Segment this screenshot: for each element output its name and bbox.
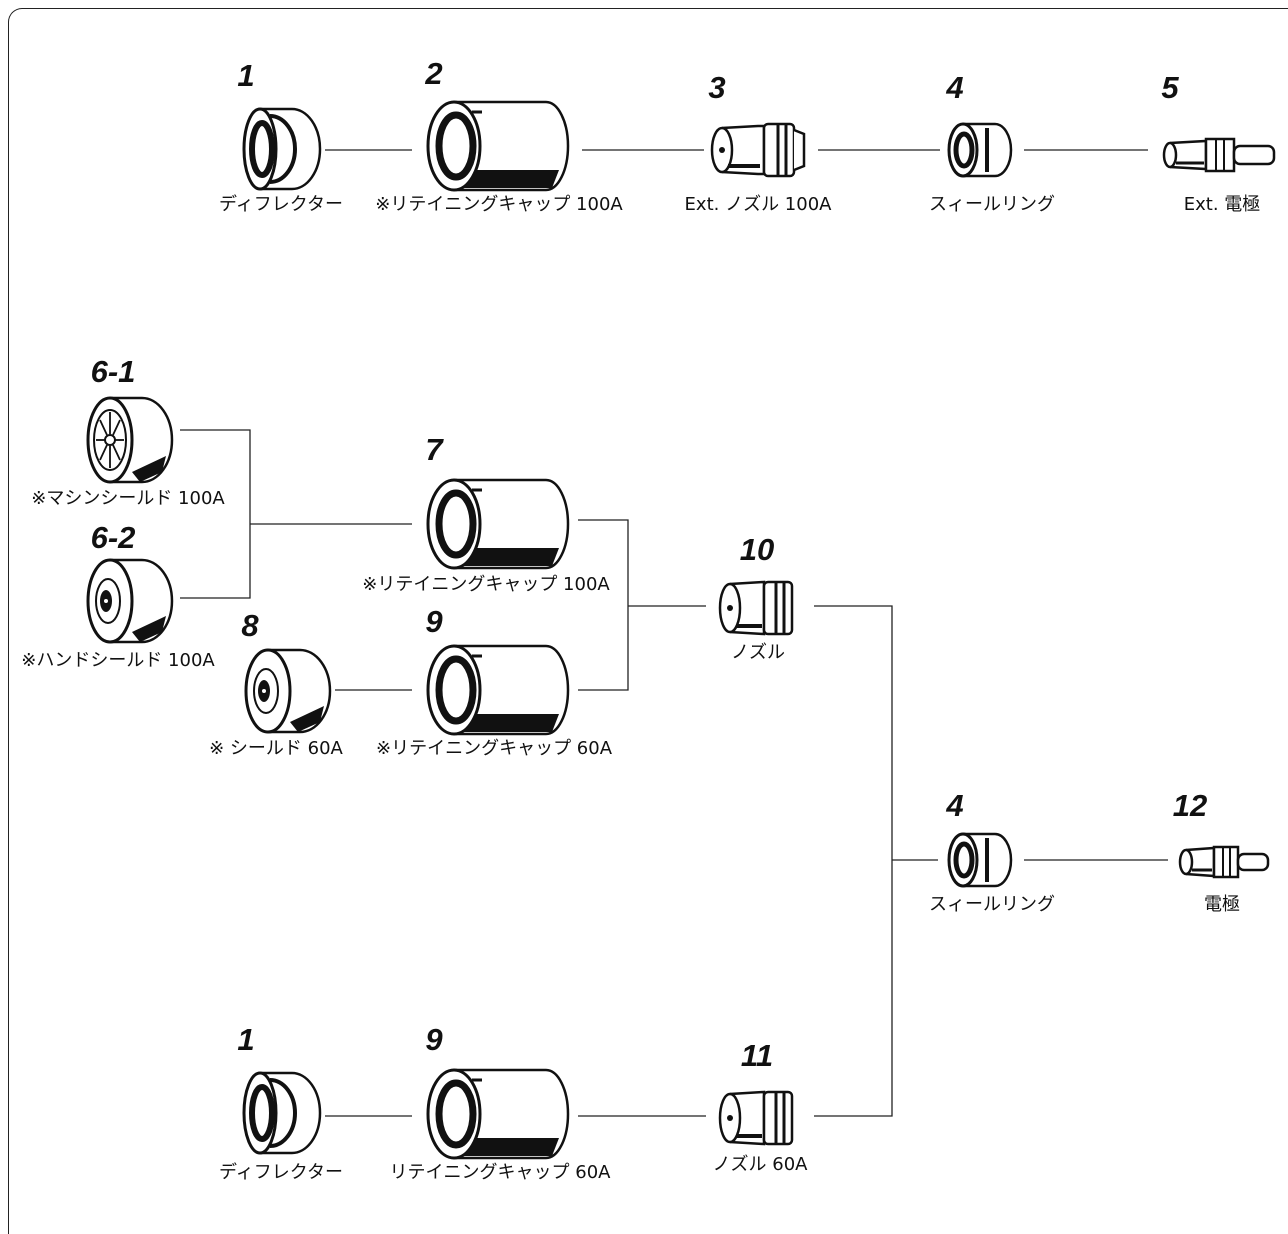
- part-number-11: 11: [740, 1038, 774, 1073]
- label-swirl-ring: スィールリング: [929, 194, 1055, 215]
- part-number-2: 2: [425, 56, 443, 91]
- retaining-cap-icon: [426, 100, 570, 192]
- part-number-6-2: 6-2: [90, 520, 136, 555]
- nozzle-60a-icon: [718, 1090, 794, 1146]
- machine-shield-icon: [86, 396, 174, 484]
- part-number-9: 9: [425, 604, 443, 639]
- label-retaining-cap-100a: ※リテイニングキャップ 100A: [375, 194, 623, 215]
- retaining-cap-icon: [426, 1068, 570, 1160]
- label-ext-nozzle-100a: Ext. ノズル 100A: [684, 194, 832, 215]
- hand-shield-icon: [86, 558, 174, 644]
- part-number-9: 9: [425, 1022, 443, 1057]
- part-number-3: 3: [708, 70, 726, 105]
- label-nozzle-60a: ノズル 60A: [712, 1154, 808, 1175]
- part-number-5: 5: [1161, 70, 1179, 105]
- retaining-cap-icon: [426, 478, 570, 570]
- part-number-1: 1: [237, 58, 255, 93]
- label-machine-shield-100a: ※マシンシールド 100A: [31, 488, 225, 509]
- part-number-1: 1: [237, 1022, 255, 1057]
- label-shield-60a: ※ シールド 60A: [209, 738, 343, 759]
- label-ext-electrode: Ext. 電極: [1183, 194, 1261, 215]
- label-retaining-cap-60a: リテイニングキャップ 60A: [389, 1162, 611, 1183]
- part-number-4: 4: [946, 788, 964, 823]
- part-number-8: 8: [241, 608, 259, 643]
- part-number-10: 10: [739, 532, 775, 567]
- ext-electrode-icon: [1162, 137, 1276, 173]
- shield-60a-icon: [244, 648, 332, 734]
- diagram-frame: [8, 8, 1288, 1234]
- deflector-icon: [242, 1071, 322, 1155]
- deflector-icon: [242, 107, 322, 191]
- label-hand-shield-100a: ※ハンドシールド 100A: [21, 650, 215, 671]
- label-nozzle: ノズル: [731, 642, 785, 663]
- label-retaining-cap-100a: ※リテイニングキャップ 100A: [362, 574, 610, 595]
- label-swirl-ring: スィールリング: [929, 894, 1055, 915]
- label-deflector: ディフレクター: [218, 1162, 344, 1183]
- part-number-4: 4: [946, 70, 964, 105]
- swirl-ring-icon: [947, 122, 1013, 178]
- part-number-6-1: 6-1: [90, 354, 136, 389]
- nozzle-icon: [718, 580, 794, 636]
- ext-nozzle-icon: [710, 122, 806, 178]
- swirl-ring-icon: [947, 832, 1013, 888]
- retaining-cap-icon: [426, 644, 570, 736]
- part-number-7: 7: [425, 432, 443, 467]
- label-retaining-cap-60a: ※リテイニングキャップ 60A: [375, 738, 613, 759]
- electrode-icon: [1178, 845, 1270, 879]
- label-electrode: 電極: [1204, 894, 1240, 915]
- label-deflector: ディフレクター: [218, 194, 344, 215]
- part-number-12: 12: [1172, 788, 1208, 823]
